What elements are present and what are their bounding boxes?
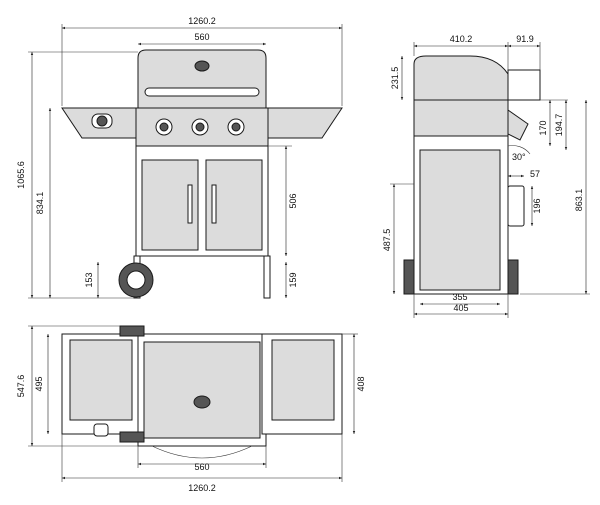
front-view: 1260.2 560 1065.6 834.1 506 153 159 [16, 16, 343, 299]
side-view: 410.2 91.9 231.5 170 194.7 30° 57 196 86… [382, 34, 590, 318]
grill-hood [137, 49, 267, 109]
side-cart-panel [419, 149, 501, 291]
dim-top-hood-width: 560 [194, 462, 209, 472]
dim-side-inner-depth: 355 [452, 292, 467, 302]
side-hood [413, 55, 509, 101]
dim-side-shelf-depth: 91.9 [516, 34, 534, 44]
top-thermometer-icon [193, 395, 211, 409]
side-shelf [507, 69, 541, 101]
dim-front-leg-height: 159 [288, 272, 298, 287]
dim-side-angle: 30° [512, 152, 526, 162]
right-side-shelf [267, 107, 343, 139]
top-side-knob [93, 423, 109, 437]
side-wheel-right-icon [507, 259, 519, 295]
dim-top-total-width: 1260.2 [188, 483, 216, 493]
knob-2-center [195, 122, 205, 132]
dim-front-total-width: 1260.2 [188, 16, 216, 26]
side-burner-knob-icon [96, 115, 108, 127]
dim-side-cart-height: 487.5 [382, 229, 392, 252]
right-door-handle [211, 184, 217, 224]
dim-front-door-height: 506 [288, 193, 298, 208]
top-right-shelf-surface [271, 339, 335, 421]
side-control-panel [413, 99, 509, 137]
dim-side-lid-height: 231.5 [390, 67, 400, 90]
top-rear-wheel-icon [119, 431, 145, 443]
side-wheel-left-icon [403, 259, 415, 295]
dim-side-panel-height2: 194.7 [554, 114, 564, 137]
top-lid [143, 341, 261, 439]
dim-top-total-depth: 547.6 [16, 375, 26, 398]
hood-handle [144, 87, 260, 97]
dim-side-handle-height: 196 [532, 198, 542, 213]
front-right-leg [263, 255, 271, 299]
dim-front-hood-width: 560 [194, 32, 209, 42]
dim-top-body-depth: 408 [356, 376, 366, 391]
dim-side-panel-height: 170 [538, 120, 548, 135]
left-door-handle [187, 184, 193, 224]
top-wheel-icon [119, 325, 145, 337]
hood-thermometer-icon [194, 60, 210, 72]
dim-side-body-depth: 410.2 [450, 34, 473, 44]
top-view: 560 1260.2 547.6 495 408 [16, 325, 366, 493]
dim-side-total-height: 863.1 [574, 189, 584, 212]
front-wheel-hub [126, 270, 146, 290]
dim-side-handle-offset: 57 [530, 169, 540, 179]
dim-side-outer-depth: 405 [453, 303, 468, 313]
top-left-shelf-surface [69, 339, 133, 421]
dim-front-total-height: 1065.6 [16, 161, 26, 189]
side-knob [507, 109, 529, 141]
side-door-handle [507, 185, 525, 227]
dim-front-table-height: 834.1 [35, 192, 45, 215]
knob-1-center [159, 122, 169, 132]
dim-front-wheel-height: 153 [84, 272, 94, 287]
dim-top-shelf-depth: 495 [34, 376, 44, 391]
knob-3-center [231, 122, 241, 132]
